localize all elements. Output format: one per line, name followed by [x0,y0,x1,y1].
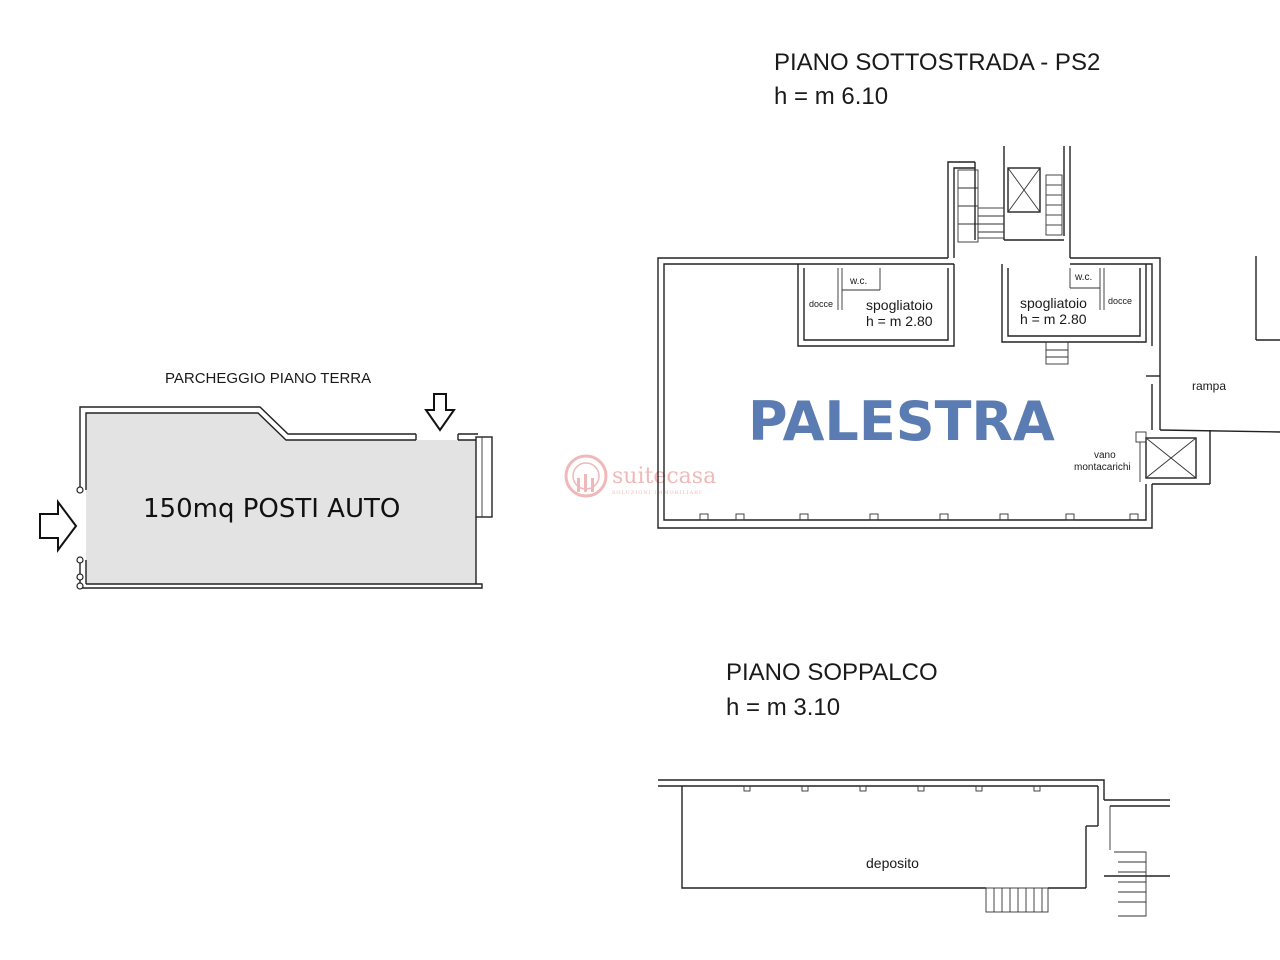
deposito-label: deposito [866,855,919,871]
spogliatoio-right-height: h = m 2.80 [1020,311,1087,327]
mezzanine-title: PIANO SOPPALCO [726,659,938,686]
arrow-right-icon [39,499,78,553]
palestra-label: PALESTRA [748,390,1055,453]
arrow-down-icon [424,393,456,432]
vano-label: vano [1094,450,1116,461]
wc-left-label: w.c. [849,276,867,287]
mezzanine-stairs [985,851,1147,917]
freight-elevator [1135,431,1197,482]
rampa-label: rampa [1192,379,1226,393]
basement-plan: PIANO SOTTOSTRADA - PS2 h = m 6.10 [657,49,1280,529]
spogliatoio-left-label: spogliatoio [866,297,933,313]
parking-title: PARCHEGGIO PIANO TERRA [165,370,371,387]
stair-tower [947,146,1071,258]
parking-area [86,413,476,584]
watermark-tagline: SOLUZIONI IMMOBILIARI [612,490,702,496]
docce-left-label: docce [809,299,833,309]
basement-height: h = m 6.10 [774,83,888,110]
mezzanine-plan: PIANO SOPPALCO h = m 3.10 [658,659,1170,917]
watermark-logo-icon [564,454,608,498]
parking-plan: PARCHEGGIO PIANO TERRA 150mq POSTI AUTO [39,370,493,590]
watermark: suitecasa SOLUZIONI IMMOBILIARI [564,454,716,498]
wc-right-label: w.c. [1074,272,1092,283]
basement-title: PIANO SOTTOSTRADA - PS2 [774,49,1100,76]
parking-label: 150mq POSTI AUTO [143,494,400,524]
montacarichi-label: montacarichi [1074,462,1131,473]
locker-block-right: w.c. docce spogliatoio h = m 2.80 [1001,264,1147,365]
pilasters [699,513,1139,521]
locker-block-left: w.c. docce spogliatoio h = m 2.80 [797,264,955,347]
spogliatoio-left-height: h = m 2.80 [866,313,933,329]
mezzanine-pilasters [743,785,1041,792]
docce-right-label: docce [1108,296,1132,306]
spogliatoio-right-label: spogliatoio [1020,295,1087,311]
mezzanine-height: h = m 3.10 [726,694,840,721]
